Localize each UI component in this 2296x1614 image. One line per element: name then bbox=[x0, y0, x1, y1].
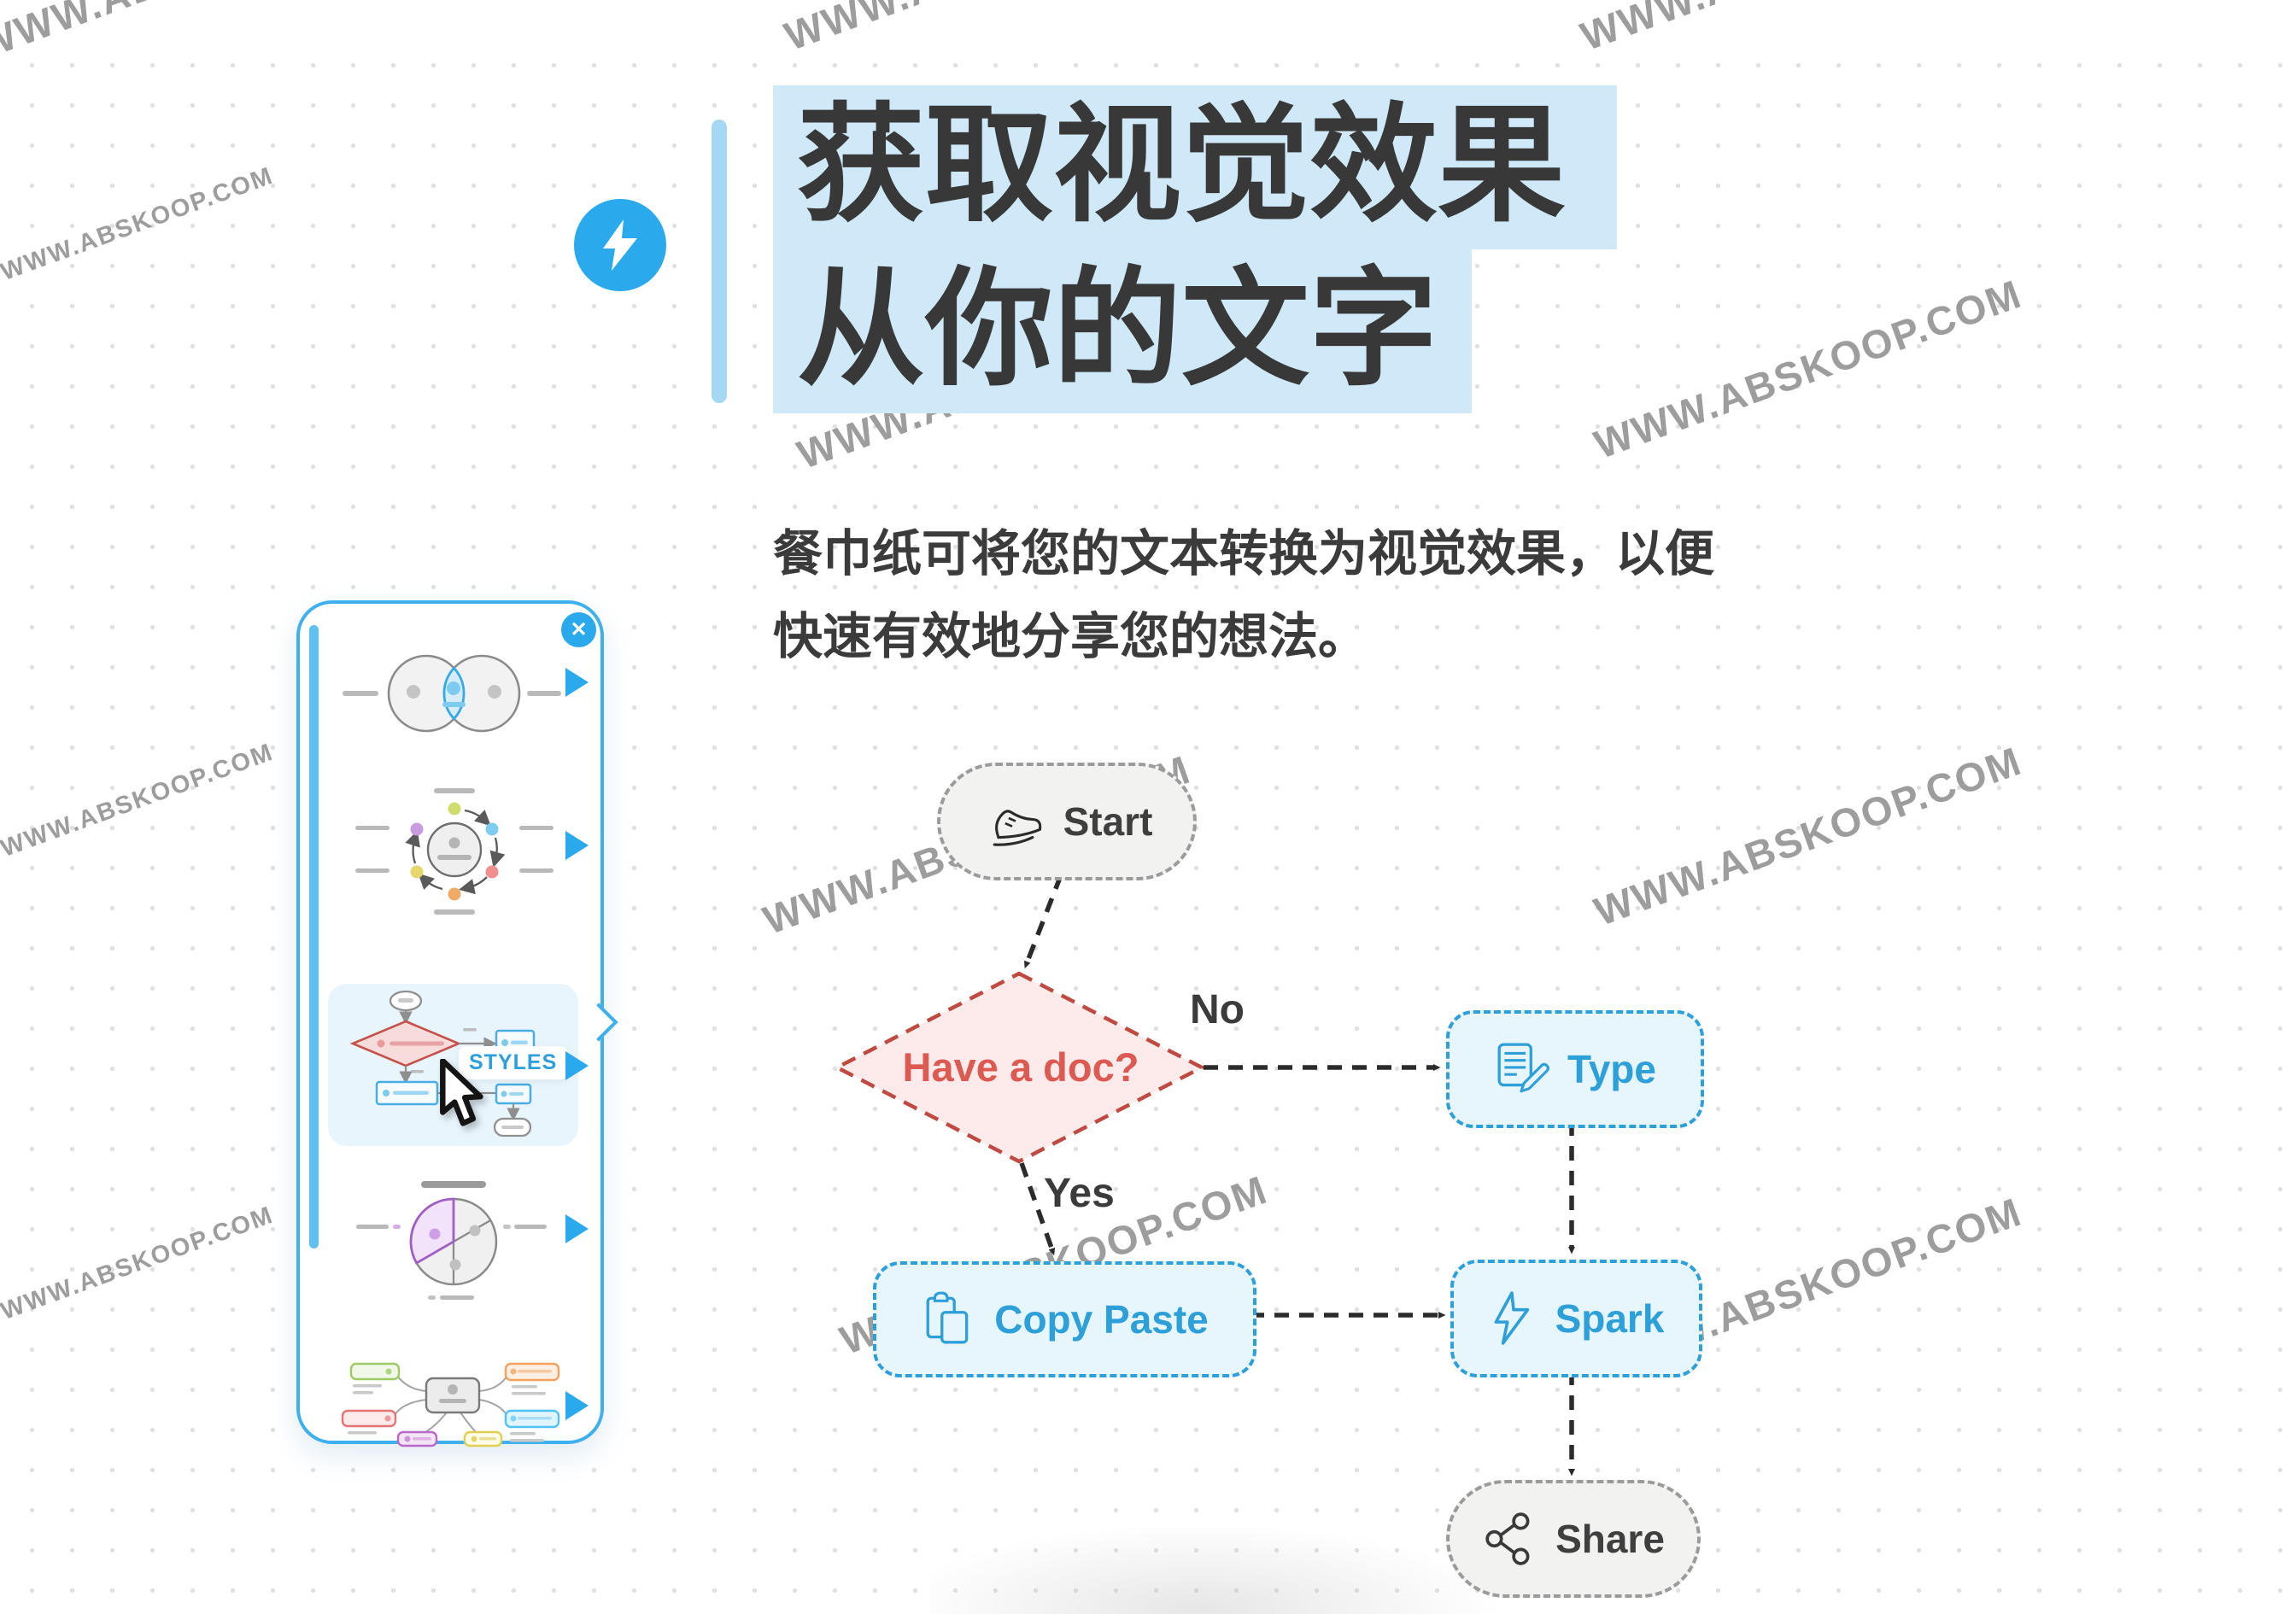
subtitle-line1: 餐巾纸可将您的文本转换为视觉效果，以便 bbox=[773, 526, 1715, 582]
edge-label-no: No bbox=[1190, 987, 1245, 1032]
lightning-bolt-icon bbox=[574, 199, 666, 291]
style-item-flowchart-selected[interactable] bbox=[328, 984, 578, 1146]
close-icon: ✕ bbox=[570, 618, 588, 641]
document-pencil-icon bbox=[1497, 1043, 1549, 1093]
style-item-pie[interactable] bbox=[349, 1178, 554, 1306]
flow-node-label: Type bbox=[1567, 1047, 1656, 1091]
watermark: WWW.ABSKOOP.COM bbox=[0, 0, 411, 68]
flow-node-label: Start bbox=[1063, 799, 1153, 844]
page-title-line2: 从你的文字 bbox=[773, 249, 1473, 413]
page-title: 获取视觉效果 从你的文字 bbox=[773, 85, 1618, 413]
style-item-venn[interactable] bbox=[341, 652, 563, 738]
watermark: WWW.ABSKOOP.COM bbox=[0, 738, 278, 863]
subtitle-line2: 快速有效地分享您的想法。 bbox=[773, 609, 1368, 664]
edge-label-yes: Yes bbox=[1044, 1171, 1115, 1216]
watermark: WWW.ABSKOOP.COM bbox=[0, 161, 278, 287]
flow-node-label: Copy Paste bbox=[994, 1297, 1209, 1342]
watermark: WWW.ABSKOOP.COM bbox=[1588, 270, 2028, 468]
flow-node-label: Share bbox=[1555, 1517, 1665, 1561]
venn-expand-arrow[interactable] bbox=[565, 668, 589, 697]
flow-connectors bbox=[833, 874, 1836, 1614]
watermark: WWW.ABSKOOP.COM bbox=[1574, 0, 2014, 60]
flow-node-label: Spark bbox=[1555, 1296, 1665, 1341]
background-smudge bbox=[931, 1516, 1529, 1614]
mouse-cursor-icon bbox=[440, 1059, 483, 1126]
panel-pointer-notch bbox=[579, 1003, 618, 1042]
style-item-mindmap[interactable] bbox=[341, 1348, 580, 1451]
lightning-outline-icon bbox=[1494, 1291, 1529, 1345]
share-nodes-icon bbox=[1485, 1512, 1530, 1565]
watermark: WWW.ABSKOOP.COM bbox=[778, 0, 1218, 60]
styles-label: STYLES bbox=[459, 1046, 568, 1079]
flow-node-type: Type bbox=[1446, 1010, 1704, 1128]
close-button[interactable]: ✕ bbox=[561, 612, 596, 647]
flow-node-copy-paste: Copy Paste bbox=[873, 1261, 1256, 1377]
page-subtitle: 餐巾纸可将您的文本转换为视觉效果，以便 快速有效地分享您的想法。 bbox=[773, 512, 1714, 678]
flow-node-decision-label: Have a doc? bbox=[902, 1044, 1139, 1090]
flow-node-share: Share bbox=[1446, 1480, 1701, 1598]
page-title-line1: 获取视觉效果 bbox=[773, 85, 1618, 249]
mindmap-expand-arrow[interactable] bbox=[565, 1391, 589, 1420]
pie-expand-arrow[interactable] bbox=[565, 1214, 589, 1243]
watermark: WWW.ABSKOOP.COM bbox=[0, 1201, 278, 1326]
clipboard-copy-icon bbox=[926, 1291, 969, 1344]
style-item-cycle[interactable] bbox=[345, 785, 567, 921]
flow-node-spark: Spark bbox=[1450, 1260, 1702, 1377]
running-shoe-icon bbox=[993, 810, 1041, 846]
style-picker-panel: ✕ bbox=[296, 600, 618, 1447]
cycle-expand-arrow[interactable] bbox=[565, 831, 589, 860]
flow-node-start: Start bbox=[937, 763, 1197, 880]
flowchart-expand-arrow[interactable] bbox=[565, 1051, 589, 1080]
panel-scrollbar[interactable] bbox=[309, 625, 319, 1249]
title-accent-bar bbox=[712, 120, 727, 403]
